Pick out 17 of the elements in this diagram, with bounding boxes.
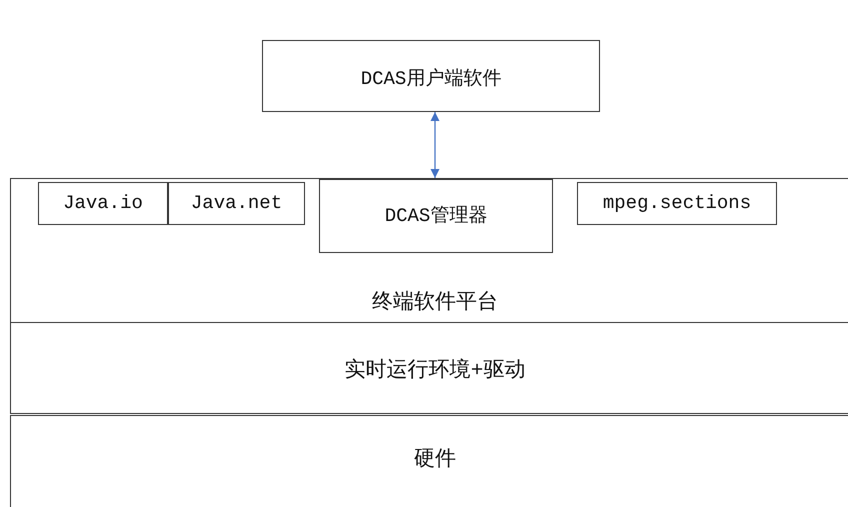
node-label: DCAS用户端软件 — [360, 67, 502, 91]
node-label: 终端软件平台 — [371, 290, 499, 315]
node-label: mpeg.sections — [602, 192, 752, 214]
runtime-layer — [10, 322, 848, 414]
software-box — [262, 40, 600, 112]
module-box — [577, 182, 777, 225]
node-label: DCAS管理器 — [384, 204, 488, 228]
module-box — [168, 182, 305, 225]
node-label: 硬件 — [413, 447, 457, 472]
manager-box — [319, 179, 553, 253]
hardware-layer — [10, 415, 848, 507]
node-label: Java.net — [190, 192, 284, 214]
arrow — [430, 112, 440, 178]
platform-layer — [10, 178, 848, 323]
node-label: 实时运行环境+驱动 — [344, 357, 526, 383]
module-box — [38, 182, 168, 225]
node-label: Java.io — [62, 192, 144, 214]
